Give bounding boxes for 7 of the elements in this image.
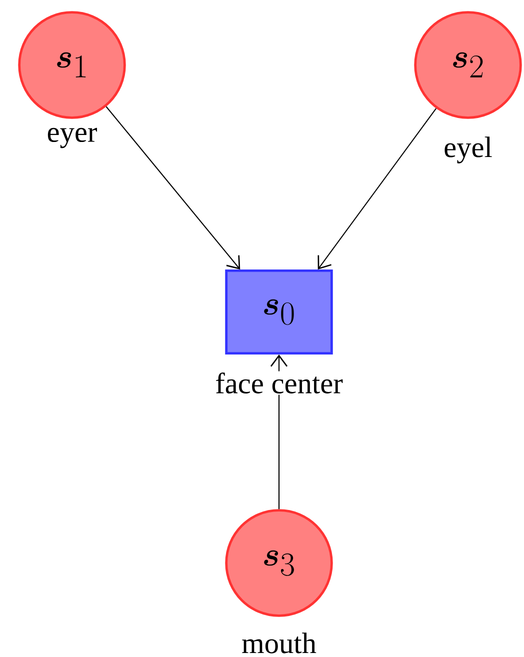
- node-caption: eyel: [442, 135, 494, 165]
- node-caption: mouth: [240, 631, 318, 655]
- arrow: [318, 108, 437, 270]
- node-caption: eyer: [45, 126, 99, 150]
- process-box: $\boldsymbol{s}_0$: [225, 269, 333, 355]
- arrow: [106, 106, 240, 270]
- node-caption: face center: [214, 371, 344, 395]
